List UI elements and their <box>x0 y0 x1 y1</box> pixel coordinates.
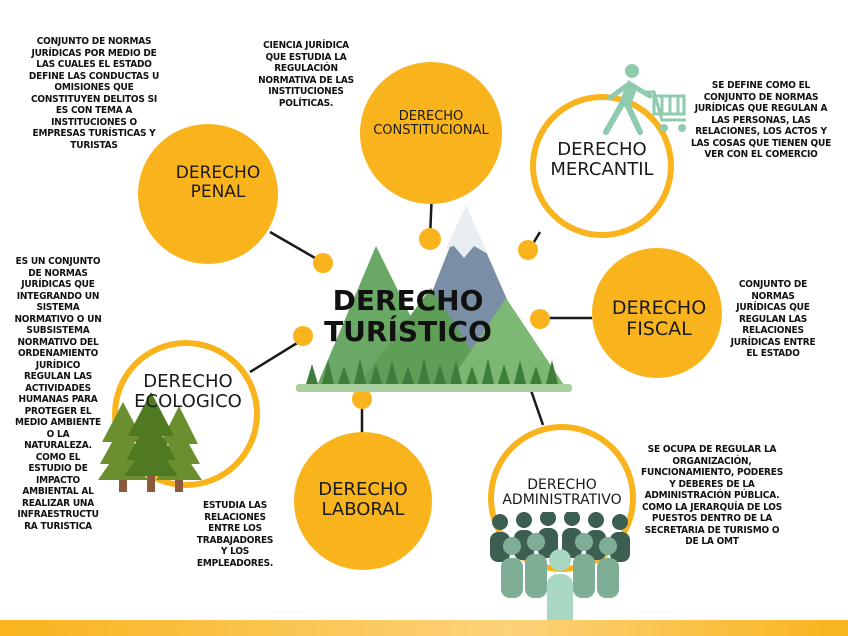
node-constitucional-title-line1: DERECHO <box>398 109 464 124</box>
connector-ecologico <box>249 338 303 374</box>
node-administrativo-title: DERECHO ADMINISTRATIVO <box>488 477 636 509</box>
node-laboral-title: DERECHO LABORAL <box>298 480 428 520</box>
connector-dot <box>352 389 372 409</box>
connector-dot <box>313 253 333 273</box>
node-mercantil-title-line1: DERECHO <box>557 139 647 160</box>
node-administrativo-title-line1: DERECHO <box>527 477 597 493</box>
central-title-line2: TURÍSTICO <box>324 315 492 349</box>
node-laboral-circle <box>294 432 432 570</box>
node-constitucional-desc: CIENCIA JURÍDICA QUE ESTUDIA LA REGULACI… <box>258 40 354 109</box>
node-administrativo-title-line2: ADMINISTRATIVO <box>502 492 622 509</box>
connector-dot <box>419 228 441 250</box>
node-penal-title-line1: DERECHO <box>175 163 261 183</box>
connector-dot <box>518 240 538 260</box>
pine-trees-icon <box>98 392 202 492</box>
central-title: DERECHO TURÍSTICO <box>300 285 516 348</box>
node-mercantil-title: DERECHO MERCANTIL <box>536 140 668 180</box>
people-group-icon <box>490 512 630 636</box>
node-mercantil-circle <box>530 94 674 238</box>
node-laboral-title-line2: LABORAL <box>321 498 405 520</box>
node-ecologico-desc: ES UN CONJUNTO DE NORMAS JURÍDICAS QUE I… <box>14 256 102 532</box>
mountain-landscape-icon <box>296 206 572 392</box>
node-fiscal-circle <box>592 248 722 378</box>
node-administrativo-desc: SE OCUPA DE REGULAR LA ORGANIZACIÓN, FUN… <box>641 444 783 547</box>
node-mercantil-title-line2: MERCANTIL <box>550 158 654 180</box>
node-ecologico-title-line2: ECOLOGICO <box>134 390 242 412</box>
node-constitucional-circle <box>360 62 502 204</box>
node-penal-desc: CONJUNTO DE NORMAS JURÍDICAS POR MEDIO D… <box>28 36 160 151</box>
connector-penal <box>269 230 323 264</box>
node-fiscal-title-line2: FISCAL <box>626 317 692 340</box>
connector-dot <box>293 326 313 346</box>
node-constitucional-title-line2: CONSTITUCIONAL <box>373 123 489 139</box>
central-title-line1: DERECHO <box>332 284 484 317</box>
node-ecologico-title-line1: DERECHO <box>143 371 233 392</box>
node-penal-title-line2: PENAL <box>190 181 246 202</box>
node-penal-title: DERECHO PENAL <box>150 164 286 201</box>
bottom-accent-bar <box>0 620 848 636</box>
connector-dot <box>530 309 550 329</box>
node-laboral-title-line1: DERECHO <box>318 479 408 500</box>
node-constitucional-title: DERECHO CONSTITUCIONAL <box>356 109 506 139</box>
node-fiscal-title-line1: DERECHO <box>611 297 707 319</box>
node-ecologico-title: DERECHO ECOLOGICO <box>118 372 258 412</box>
node-mercantil-desc: SE DEFINE COMO EL CONJUNTO DE NORMAS JUR… <box>690 80 832 160</box>
node-penal-circle <box>138 124 278 264</box>
node-fiscal-desc: CONJUNTO DE NORMAS JURÍDICAS QUE REGULAN… <box>730 279 816 359</box>
node-fiscal-title: DERECHO FISCAL <box>598 298 720 340</box>
shopping-person-icon <box>603 64 686 135</box>
node-laboral-desc: ESTUDIA LAS RELACIONES ENTRE LOS TRABAJA… <box>196 500 274 569</box>
